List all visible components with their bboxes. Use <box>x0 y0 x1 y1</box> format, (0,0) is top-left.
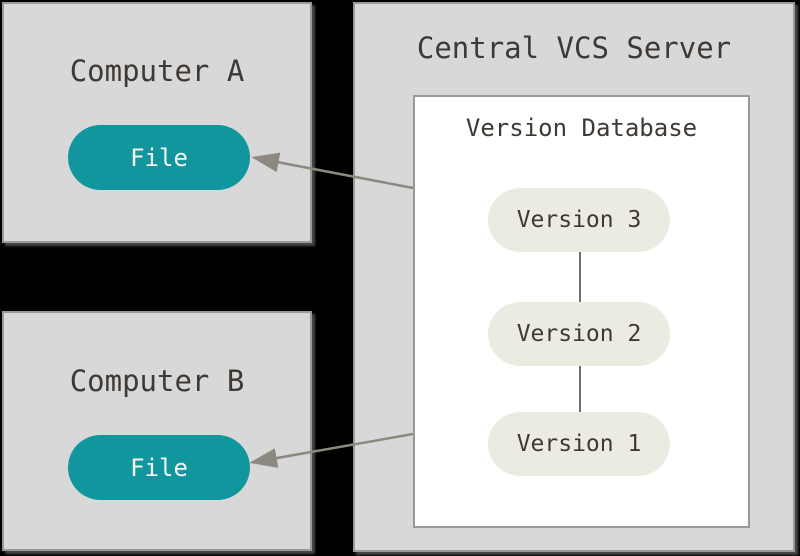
version-database-box: Version Database Version 3 Version 2 Ver… <box>413 95 750 528</box>
version-database-title: Version Database <box>465 114 698 142</box>
version-3-node: Version 3 <box>488 188 670 252</box>
version-3-label: Version 3 <box>516 207 642 233</box>
version-2-node: Version 2 <box>488 302 670 366</box>
central-vcs-server-box: Central VCS Server Version Database Vers… <box>353 2 795 552</box>
version-2-label: Version 2 <box>516 321 642 347</box>
computer-a-file-label: File <box>130 143 188 172</box>
computer-a-title: Computer A <box>69 54 245 88</box>
computer-b-box: Computer B File <box>2 311 312 551</box>
central-vcs-server-title: Central VCS Server <box>416 31 732 65</box>
version-1-label: Version 1 <box>516 431 642 457</box>
computer-a-file-node: File <box>68 125 250 190</box>
computer-b-file-node: File <box>68 435 250 500</box>
version-1-node: Version 1 <box>488 412 670 476</box>
computer-b-file-label: File <box>130 453 188 482</box>
computer-b-title: Computer B <box>69 364 245 398</box>
computer-a-box: Computer A File <box>2 2 312 243</box>
